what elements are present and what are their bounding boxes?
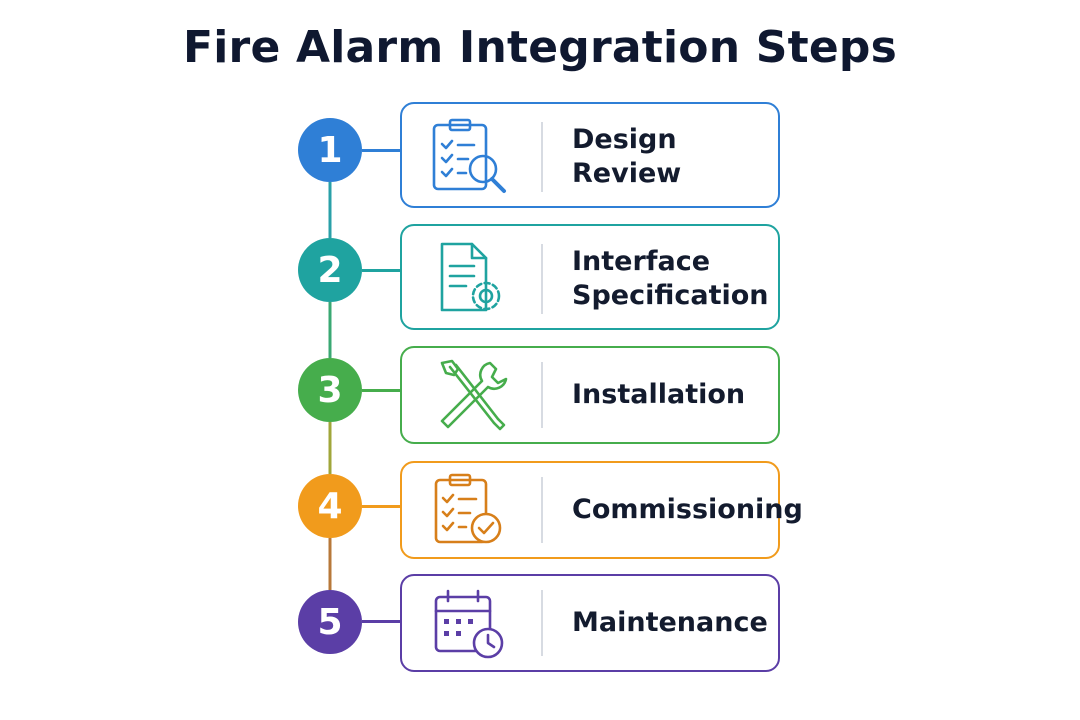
step-card-1: Design Review (400, 102, 780, 208)
step-badge-2: 2 (298, 238, 362, 302)
calendar-clock-icon (424, 584, 516, 664)
card-divider-5 (541, 590, 543, 656)
step-label-2: Interface Specification (572, 244, 770, 314)
step-label-3: Installation (572, 362, 770, 428)
document-gear-icon (424, 238, 516, 318)
clipboard-search-icon (424, 116, 516, 196)
card-divider-2 (541, 244, 543, 314)
step-card-4: Commissioning (400, 461, 803, 559)
wrench-screwdriver-icon (424, 356, 516, 436)
step-connector-3 (362, 389, 400, 392)
card-divider-3 (541, 362, 543, 428)
clipboard-check-icon (424, 471, 516, 551)
step-card-2: Interface Specification (400, 224, 780, 330)
step-label-1-line1: Design (572, 124, 677, 155)
step-label-5: Maintenance (572, 590, 770, 656)
page-title: Fire Alarm Integration Steps (183, 22, 897, 73)
step-connector-2 (362, 269, 400, 272)
step-label-2-line1: Interface (572, 246, 711, 277)
step-badge-4: 4 (298, 474, 362, 538)
step-label-1-line2: Review (572, 158, 682, 189)
card-divider-1 (541, 122, 543, 192)
step-label-2-line2: Specification (572, 280, 769, 311)
step-connector-1 (362, 149, 400, 152)
step-badge-5: 5 (298, 590, 362, 654)
step-card-3: Installation (400, 346, 780, 444)
step-badge-3: 3 (298, 358, 362, 422)
step-badge-1: 1 (298, 118, 362, 182)
card-divider-4 (541, 477, 543, 543)
step-connector-5 (362, 620, 400, 623)
step-label-3-line1: Installation (572, 379, 746, 410)
step-label-4: Commissioning (572, 477, 803, 543)
step-connector-4 (362, 505, 400, 508)
step-label-4-line1: Commissioning (572, 494, 803, 525)
step-label-5-line1: Maintenance (572, 607, 768, 638)
step-card-5: Maintenance (400, 574, 780, 672)
step-label-1: Design Review (572, 122, 770, 192)
